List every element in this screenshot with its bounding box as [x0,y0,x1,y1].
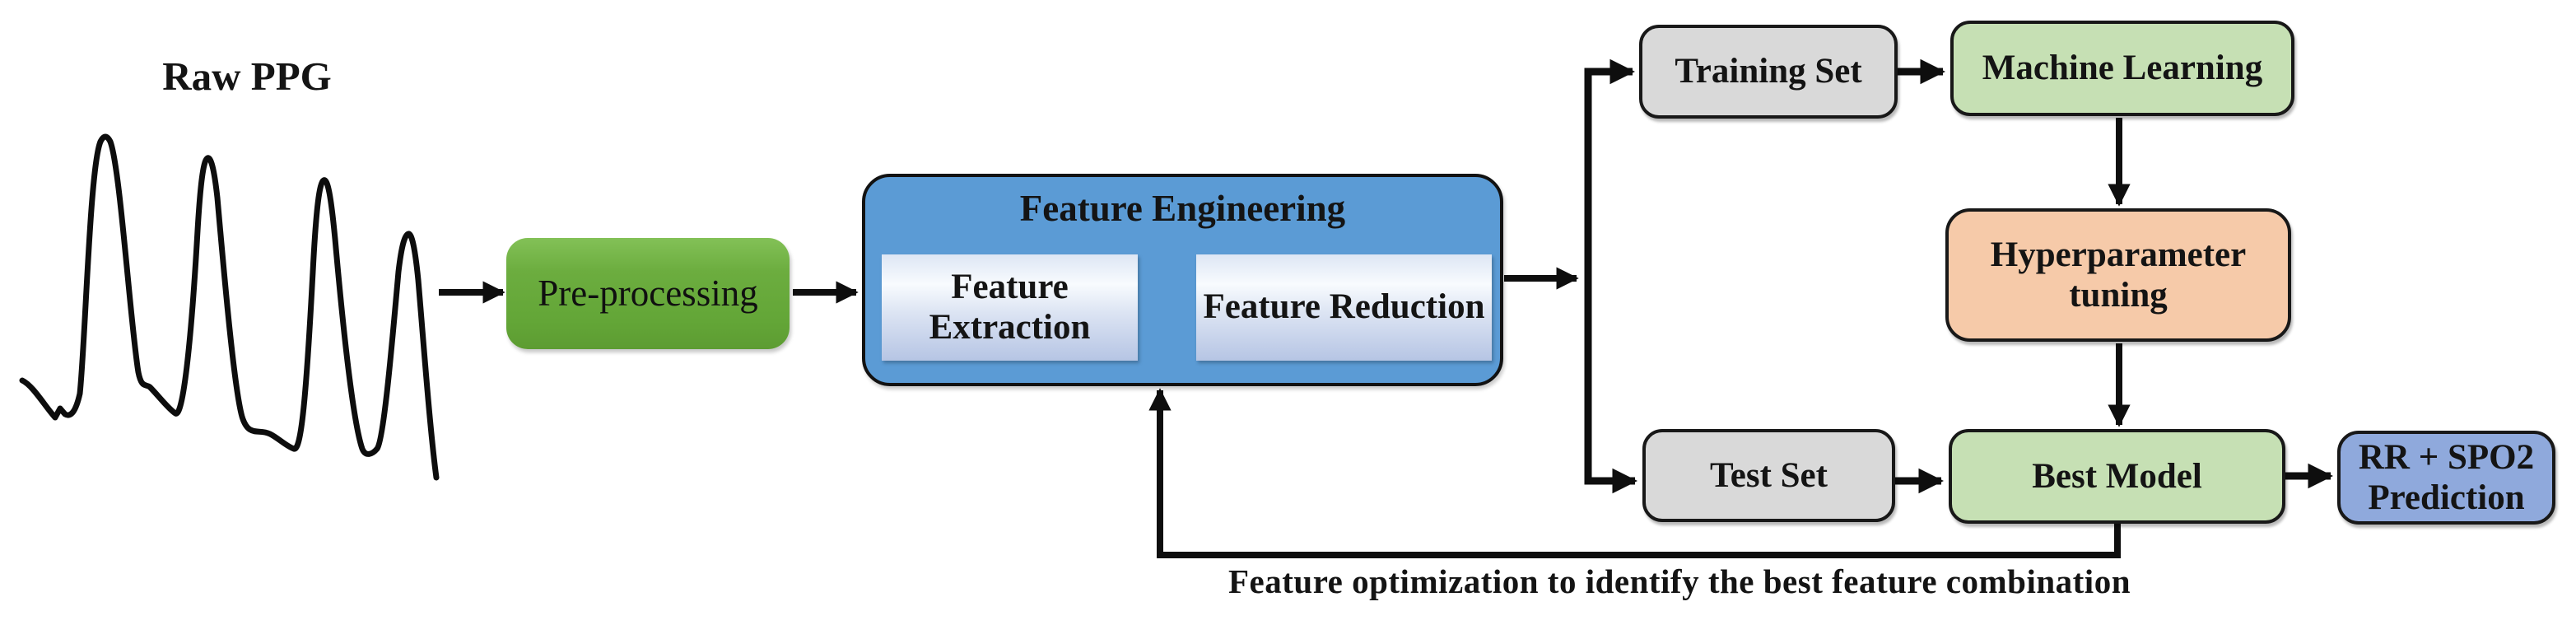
hyperparameter-tuning-node: Hyperparameter tuning [1945,208,2291,342]
machine-learning-node: Machine Learning [1950,21,2294,116]
feature-engineering-node: Feature Engineering Feature Extraction F… [862,174,1503,386]
hyperparameter-tuning-label: Hyperparameter tuning [1990,235,2247,315]
feature-engineering-title: Feature Engineering [1019,188,1346,229]
preprocessing-node: Pre-processing [506,238,790,349]
rr-spo2-prediction-node: RR + SPO2 Prediction [2337,431,2555,525]
feedback-loop-line [1148,388,2121,558]
feature-extraction-label: Feature Extraction [929,268,1091,347]
machine-learning-label: Machine Learning [1982,49,2263,88]
best-model-node: Best Model [1949,429,2285,524]
training-set-label: Training Set [1675,52,1862,91]
test-set-label: Test Set [1710,455,1828,495]
raw-ppg-title: Raw PPG [162,54,332,99]
split-branch-line [1584,58,1638,494]
training-set-node: Training Set [1639,25,1898,119]
preprocessing-label: Pre-processing [538,272,758,314]
test-set-node: Test Set [1642,429,1895,522]
rr-spo2-prediction-label: RR + SPO2 Prediction [2358,437,2535,517]
feature-reduction-label: Feature Reduction [1203,287,1485,327]
best-model-label: Best Model [2032,456,2202,496]
feature-reduction-node: Feature Reduction [1196,254,1492,361]
caption: Feature optimization to identify the bes… [1228,562,2131,600]
ppg-waveform [19,133,440,481]
feature-extraction-node: Feature Extraction [882,254,1138,361]
